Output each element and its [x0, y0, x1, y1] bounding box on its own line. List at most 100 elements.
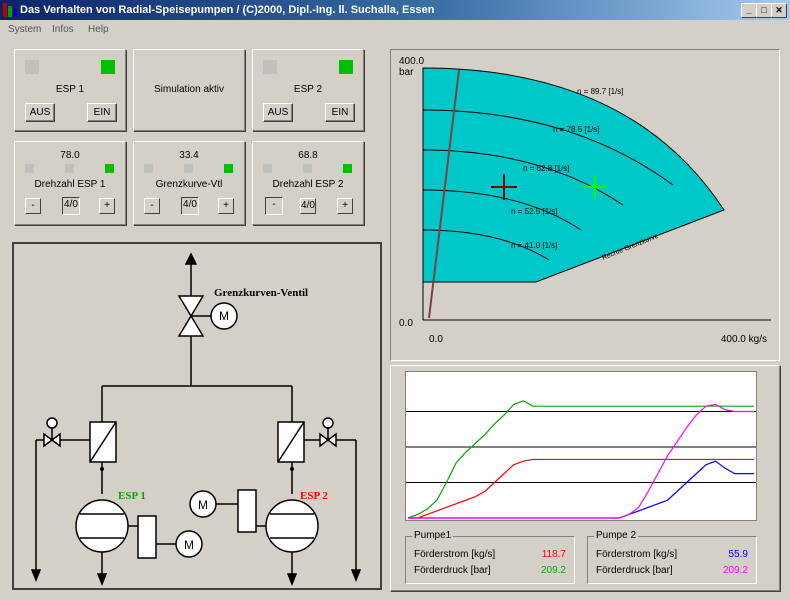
- speed-esp1-panel: 78.0 Drehzahl ESP 1 - 4/0 +: [14, 141, 126, 225]
- maximize-button[interactable]: □: [756, 3, 772, 18]
- speed-esp2-reset-button[interactable]: 4/0: [300, 198, 316, 214]
- speed-esp1-led-mid: [65, 164, 74, 173]
- speed-esp2-led-off: [263, 164, 272, 173]
- speed-esp1-value: 78.0: [60, 150, 80, 161]
- speed-esp1-led-on: [105, 164, 114, 173]
- speed-esp1-minus-button[interactable]: -: [25, 198, 41, 214]
- pumpe1-title: Pumpe1: [412, 530, 454, 541]
- trend-series-3: [408, 460, 754, 519]
- title-bar: Das Verhalten von Radial-Speisepumpen / …: [0, 0, 790, 20]
- limit-valve-label: Grenzkurven-Ventil: [214, 287, 308, 299]
- menu-system[interactable]: System: [8, 24, 42, 35]
- esp2-bypass-motor-icon: [322, 417, 334, 429]
- trend-series-4: [408, 403, 754, 519]
- limit-valve-led-on: [224, 164, 233, 173]
- esp2-pump-icon: [265, 499, 319, 553]
- operating-field: [422, 67, 725, 283]
- speed-esp1-reset-button[interactable]: 4/0: [62, 197, 80, 215]
- esp2-motor-icon: [189, 490, 217, 518]
- speed-esp1-led-off: [25, 164, 34, 173]
- speed-esp1-plus-button[interactable]: +: [99, 198, 115, 214]
- limit-valve-minus-button[interactable]: -: [144, 198, 160, 214]
- limit-valve-led-mid: [184, 164, 193, 173]
- pumpe1-group: Pumpe1 Förderstrom [kg/s] 118.7 Förderdr…: [405, 530, 575, 584]
- esp1-motor-icon: [175, 530, 203, 558]
- close-button[interactable]: ✕: [771, 3, 787, 18]
- limit-valve-label: Grenzkurve-Vtl: [155, 179, 223, 190]
- speed-esp2-label: Drehzahl ESP 2: [272, 179, 344, 190]
- esp2-label: ESP 2: [293, 84, 323, 95]
- pump-map-panel: 400.0 bar 0.0 0.0 400.0 kg/s n = 89.7 [1…: [390, 49, 780, 361]
- esp1-panel: ESP 1 AUS EIN: [14, 49, 126, 131]
- simulation-status: Simulation aktiv: [153, 84, 225, 95]
- limit-valve-panel: 33.4 Grenzkurve-Vtl - 4/0 +: [133, 141, 245, 225]
- simulation-panel: Simulation aktiv: [133, 49, 245, 131]
- esp2-aus-button[interactable]: AUS: [263, 103, 293, 122]
- esp1-off-indicator: [25, 60, 39, 74]
- process-diagram-panel: Grenzkurven-Ventil M ESP 1 ESP 2 M M: [12, 242, 382, 590]
- pumpe1-pressure-value: 209.2: [540, 565, 566, 576]
- outlet-arrow-icon: [184, 252, 198, 265]
- speed-label-3: n = 62.8 [1/s]: [523, 164, 569, 173]
- esp1-pump-icon: [75, 499, 129, 553]
- pumpe1-pressure-label: Förderdruck [bar]: [414, 565, 491, 576]
- limit-valve-motor-icon: [210, 302, 238, 330]
- esp1-gearbox-icon: [137, 515, 157, 559]
- trend-series-1: [408, 458, 754, 519]
- limit-valve-plus-button[interactable]: +: [218, 198, 234, 214]
- esp2-on-indicator: [339, 60, 353, 74]
- limit-valve-motor-label: M: [219, 309, 229, 323]
- esp2-motor-label: M: [198, 498, 208, 512]
- pumpe2-pressure-label: Förderdruck [bar]: [596, 565, 673, 576]
- esp1-operating-point-icon: [491, 174, 517, 200]
- trend-series-2: [407, 400, 754, 519]
- speed-esp2-led-mid: [303, 164, 312, 173]
- y-axis-min: 0.0: [399, 318, 413, 329]
- pumpe2-flow-label: Förderstrom [kg/s]: [596, 549, 678, 560]
- y-axis-unit: bar: [399, 67, 414, 78]
- menu-help[interactable]: Help: [88, 24, 109, 35]
- speed-esp2-value: 68.8: [298, 150, 318, 161]
- esp2-operating-point-icon: [583, 175, 607, 199]
- menu-bar: System Infos Help: [0, 21, 790, 39]
- limit-valve-value: 33.4: [179, 150, 199, 161]
- pumpe1-flow-label: Förderstrom [kg/s]: [414, 549, 496, 560]
- pump-map: 400.0 bar 0.0 0.0 400.0 kg/s n = 89.7 [1…: [399, 56, 771, 345]
- window-title: Das Verhalten von Radial-Speisepumpen / …: [20, 4, 435, 16]
- limit-valve-led-off: [144, 164, 153, 173]
- esp1-ein-button[interactable]: EIN: [87, 103, 117, 122]
- limit-valve-icon: [177, 295, 205, 318]
- esp2-panel: ESP 2 AUS EIN: [252, 49, 364, 131]
- pumpe2-group: Pumpe 2 Förderstrom [kg/s] 55.9 Förderdr…: [587, 530, 757, 584]
- esp1-motor-label: M: [184, 538, 194, 552]
- esp2-diagram-label: ESP 2: [300, 490, 328, 502]
- menu-infos[interactable]: Infos: [52, 24, 74, 35]
- esp2-ein-button[interactable]: EIN: [325, 103, 355, 122]
- limit-valve-reset-button[interactable]: 4/0: [181, 197, 199, 215]
- esp1-aus-button[interactable]: AUS: [25, 103, 55, 122]
- speed-label-2: n = 78.5 [1/s]: [553, 125, 599, 134]
- speed-esp2-minus-button[interactable]: -: [265, 197, 283, 215]
- y-axis-max: 400.0: [399, 56, 424, 67]
- esp1-on-indicator: [101, 60, 115, 74]
- speed-esp2-plus-button[interactable]: +: [337, 198, 353, 214]
- speed-label-1: n = 89.7 [1/s]: [577, 87, 623, 96]
- trend-chart-area: [405, 371, 757, 521]
- speed-label-4: n = 52.5 [1/s]: [511, 207, 557, 216]
- speed-esp2-led-on: [343, 164, 352, 173]
- x-axis-max: 400.0 kg/s: [721, 334, 767, 345]
- pumpe1-flow-value: 118.7: [541, 549, 566, 560]
- speed-esp1-label: Drehzahl ESP 1: [34, 179, 106, 190]
- speed-curve-1: [422, 109, 674, 186]
- speed-label-5: n = 41.0 [1/s]: [511, 241, 557, 250]
- pumpe2-flow-value: 55.9: [728, 549, 748, 560]
- esp2-off-indicator: [263, 60, 277, 74]
- process-diagram: Grenzkurven-Ventil M ESP 1 ESP 2 M M: [30, 252, 362, 587]
- esp2-gearbox-icon: [237, 489, 257, 533]
- pumpe2-pressure-value: 209.2: [722, 565, 748, 576]
- minimize-button[interactable]: _: [741, 3, 757, 18]
- trend-chart: [406, 400, 756, 519]
- speed-curve-2: [422, 149, 624, 206]
- app-icon: [3, 3, 17, 17]
- left-limit-line: [428, 69, 460, 319]
